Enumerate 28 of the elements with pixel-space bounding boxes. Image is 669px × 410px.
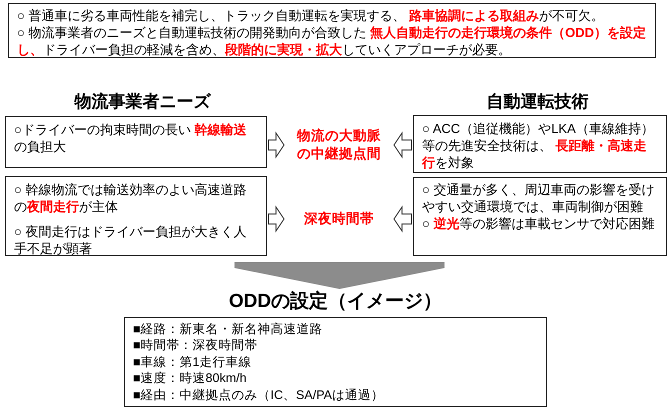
bullet-text: ○ 物流事業者のニーズと自動運転技術の開発動向が合致した 無人自動走行の走行環境の条件（ODD）を設定し、ドライバー負担の軽減を含め、段階的に実現・拡大していくアプローチが必要。 xyxy=(17,24,647,58)
column-heading: 物流事業者ニーズ xyxy=(73,91,212,113)
arrow xyxy=(268,131,285,159)
bullet-text: ○ ACC（追従機能）やLKA（車線維持）等の先進安全技術は、 長距離・高速走行を対象 xyxy=(422,120,655,171)
spec-line: ■速度：時速80km/h xyxy=(133,370,248,387)
arrow xyxy=(268,205,285,233)
bullet-text: ○ 逆光等の影響は車載センサで対応困難 xyxy=(422,215,656,232)
note-box xyxy=(8,3,656,58)
bullet-text: ○ 幹線物流では輸送効率のよい高速道路の夜間走行が主体 xyxy=(14,181,248,215)
needs-box xyxy=(5,116,267,168)
highlight-text: 物流の大動脈の中継拠点間 xyxy=(296,126,382,164)
section-heading: ODDの設定（イメージ） xyxy=(228,290,444,314)
tech-box xyxy=(413,115,667,173)
arrow xyxy=(234,262,444,289)
highlight-text: 深夜時間帯 xyxy=(296,206,382,232)
arrow xyxy=(393,205,412,233)
spec-line: ■時間帯：深夜時間帯 xyxy=(133,337,259,354)
bullet-text: ○ 普通車に劣る車両性能を補完し、トラック自動運転を実現する、 路車協調による取組みが不可欠。 xyxy=(17,7,606,24)
spec-line: ■車線：第1走行車線 xyxy=(133,354,253,370)
spec-line: ■経由：中継拠点のみ（IC、SA/PAは通過） xyxy=(133,386,385,404)
spec-line: ■経路：新東名・新名神高速道路 xyxy=(133,321,324,338)
needs-box xyxy=(5,176,267,256)
column-heading: 自動運転技術 xyxy=(486,91,590,113)
tech-box xyxy=(413,177,667,256)
bullet-text: ○ 交通量が多く、周辺車両の影響を受けやすい交通環境では、車両制御が困難 xyxy=(422,181,656,215)
bullet-text: ○ドライバーの拘束時間の長い 幹線輸送の負担大 xyxy=(14,121,248,155)
arrow xyxy=(393,131,412,159)
bullet-text: ○ 夜間走行はドライバー負担が大きく人手不足が顕著 xyxy=(14,223,248,257)
